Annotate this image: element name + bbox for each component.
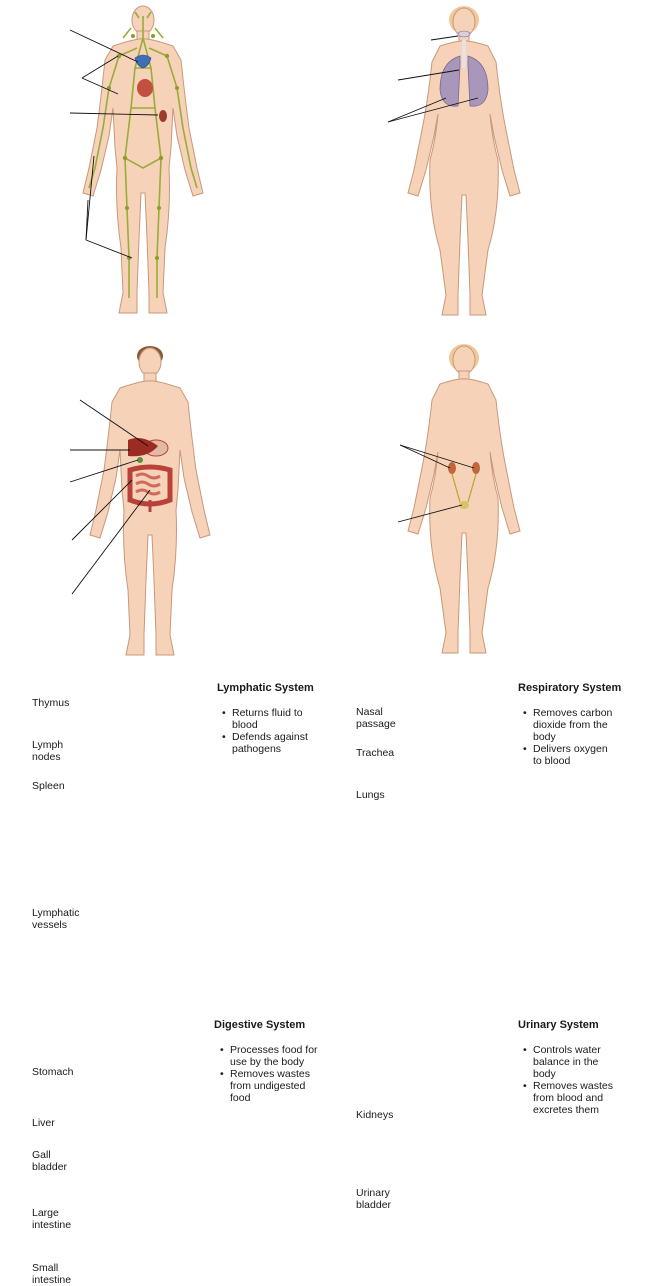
- digestive-bullet: Processes food for use by the body: [220, 1044, 320, 1068]
- figure-art: [0, 0, 649, 668]
- digestive-title: Digestive System: [214, 1019, 305, 1031]
- respiratory-figure: [408, 6, 520, 315]
- respiratory-bullets: Removes carbon dioxide from the body Del…: [523, 707, 619, 767]
- digestive-bullets: Processes food for use by the body Remov…: [220, 1044, 320, 1104]
- spleen-label: Spleen: [32, 780, 65, 792]
- lymph-nodes-label: Lymph nodes: [32, 739, 63, 763]
- lymphatic-title: Lymphatic System: [217, 682, 314, 694]
- urinary-title: Urinary System: [518, 1019, 599, 1031]
- urinary-bullet: Controls water balance in the body: [523, 1044, 623, 1080]
- lungs-label: Lungs: [356, 789, 385, 801]
- respiratory-title: Respiratory System: [518, 682, 621, 694]
- large-intestine-label: Large intestine: [32, 1207, 71, 1231]
- nasal-passage-label: Nasal passage: [356, 706, 396, 730]
- liver-label: Liver: [32, 1117, 55, 1129]
- small-intestine-label: Small intestine: [32, 1262, 71, 1286]
- lymphatic-bullet: Defends against pathogens: [222, 731, 318, 755]
- lymphatic-vessels-label: Lymphatic vessels: [32, 907, 79, 931]
- spleen-organ: [159, 110, 167, 122]
- gall-bladder-label: Gall bladder: [32, 1149, 67, 1173]
- urinary-bullets: Controls water balance in the body Remov…: [523, 1044, 623, 1116]
- lymphatic-bullet: Returns fluid to blood: [222, 707, 318, 731]
- respiratory-bullet: Delivers oxygen to blood: [523, 743, 619, 767]
- stomach-label: Stomach: [32, 1066, 73, 1078]
- kidneys-label: Kidneys: [356, 1109, 393, 1121]
- heart-organ: [137, 79, 153, 97]
- urinary-bladder-label: Urinary bladder: [356, 1187, 391, 1211]
- thymus-label: Thymus: [32, 697, 69, 709]
- lymphatic-figure: [83, 6, 203, 313]
- digestive-bullet: Removes wastes from undigested food: [220, 1068, 320, 1104]
- nasal-passage-organ: [458, 31, 470, 37]
- urinary-bullet: Removes wastes from blood and excretes t…: [523, 1080, 623, 1116]
- lymphatic-bullets: Returns fluid to blood Defends against p…: [222, 707, 318, 755]
- digestive-figure: [90, 346, 210, 655]
- respiratory-bullet: Removes carbon dioxide from the body: [523, 707, 619, 743]
- urinary-figure: [408, 344, 520, 653]
- trachea-label: Trachea: [356, 747, 394, 759]
- organ-systems-figure: Lymphatic System Returns fluid to blood …: [0, 0, 649, 668]
